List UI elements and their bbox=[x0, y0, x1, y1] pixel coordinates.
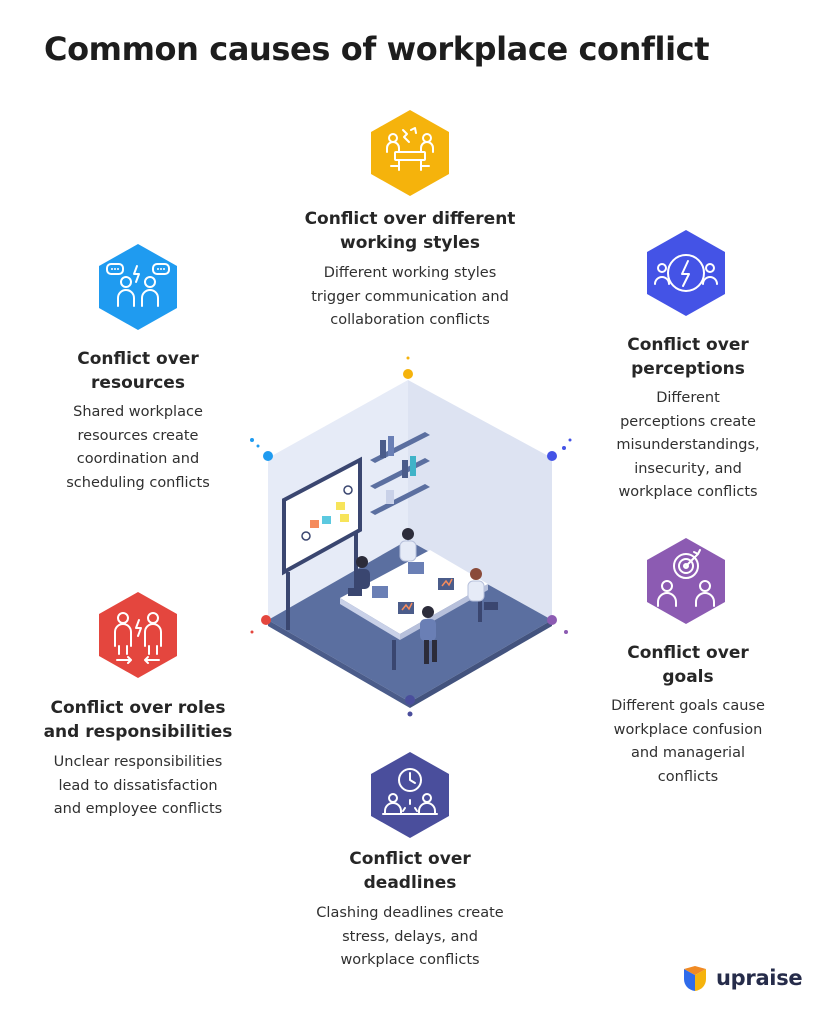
bookshelf bbox=[370, 432, 430, 515]
cause-desc-perceptions: Different perceptions create misundersta… bbox=[588, 387, 788, 505]
people bbox=[348, 528, 498, 664]
cause-title-line: resources bbox=[91, 373, 185, 393]
cause-desc-line: workplace conflicts bbox=[618, 484, 758, 500]
whiteboard bbox=[282, 456, 362, 630]
cause-desc-line: coordination and bbox=[76, 451, 200, 467]
marker-dot bbox=[547, 451, 557, 461]
arguing-people-icon bbox=[93, 242, 183, 332]
upraise-logo-icon bbox=[680, 963, 710, 993]
marker-dot bbox=[547, 615, 557, 625]
cause-desc-line: Different goals cause bbox=[611, 698, 765, 714]
cause-title-line: Conflict over bbox=[627, 643, 749, 663]
cause-desc-line: and managerial bbox=[630, 745, 745, 761]
clock-people-icon bbox=[365, 750, 455, 840]
lightning-people-icon bbox=[641, 228, 731, 318]
cause-title-line: deadlines bbox=[363, 873, 457, 893]
cause-desc-goals: Different goals cause workplace confusio… bbox=[588, 695, 788, 789]
cause-title-goals: Conflict over goals bbox=[588, 641, 788, 689]
cause-desc-line: Different working styles bbox=[323, 265, 497, 281]
cause-desc-line: Different bbox=[656, 390, 720, 406]
cause-title-line: and responsibilities bbox=[43, 722, 233, 742]
cause-desc-line: workplace conflicts bbox=[340, 952, 480, 968]
target-people-icon bbox=[641, 536, 731, 626]
cause-title-working-styles: Conflict over different working styles bbox=[260, 207, 560, 255]
marker-dot bbox=[403, 369, 413, 379]
cause-desc-deadlines: Clashing deadlines create stress, delays… bbox=[260, 902, 560, 973]
team-discussion-icon bbox=[365, 108, 455, 198]
opposing-people-icon bbox=[93, 590, 183, 680]
cause-desc-line: Unclear responsibilities bbox=[53, 754, 223, 770]
cause-desc-line: stress, delays, and bbox=[342, 928, 478, 945]
cause-title-line: working styles bbox=[340, 233, 480, 253]
cause-desc-line: scheduling conflicts bbox=[66, 474, 210, 491]
cause-desc-line: insecurity, and bbox=[634, 460, 742, 477]
cause-title-line: Conflict over roles bbox=[50, 698, 226, 718]
marker-dot bbox=[405, 695, 415, 705]
cause-title-line: goals bbox=[662, 667, 714, 687]
meeting-room-illustration bbox=[240, 340, 580, 720]
brand-name: upraise bbox=[716, 966, 803, 990]
cause-desc-line: resources create bbox=[77, 427, 199, 444]
cause-desc-line: conflicts bbox=[657, 768, 719, 785]
cause-desc-line: misunderstandings, bbox=[616, 437, 760, 453]
cause-desc-roles: Unclear responsibilities lead to dissati… bbox=[28, 751, 248, 822]
cause-title-line: Conflict over bbox=[627, 335, 749, 355]
cause-title-line: Conflict over bbox=[349, 849, 471, 869]
cause-desc-line: and employee conflicts bbox=[53, 801, 223, 817]
cause-title-perceptions: Conflict over perceptions bbox=[588, 333, 788, 381]
cause-desc-line: lead to dissatisfaction bbox=[58, 777, 218, 794]
cause-desc-resources: Shared workplace resources create coordi… bbox=[38, 401, 238, 495]
cause-desc-line: trigger communication and bbox=[311, 288, 509, 305]
cause-desc-line: collaboration conflicts bbox=[330, 312, 490, 328]
cause-title-resources: Conflict over resources bbox=[38, 347, 238, 395]
page-title: Common causes of workplace conflict bbox=[44, 30, 710, 68]
cause-desc-line: Shared workplace bbox=[73, 404, 203, 420]
cause-title-line: Conflict over different bbox=[304, 209, 516, 229]
cause-desc-line: perceptions create bbox=[620, 413, 756, 430]
marker-dot bbox=[263, 451, 273, 461]
cause-desc-line: workplace confusion bbox=[613, 721, 763, 738]
cause-desc-working-styles: Different working styles trigger communi… bbox=[260, 262, 560, 333]
cause-title-line: Conflict over bbox=[77, 349, 199, 369]
brand: upraise bbox=[680, 962, 803, 994]
cause-desc-line: Clashing deadlines create bbox=[316, 905, 504, 921]
cause-title-deadlines: Conflict over deadlines bbox=[260, 847, 560, 895]
marker-dot bbox=[261, 615, 271, 625]
cause-title-line: perceptions bbox=[631, 359, 745, 379]
cause-title-roles: Conflict over roles and responsibilities bbox=[28, 696, 248, 744]
